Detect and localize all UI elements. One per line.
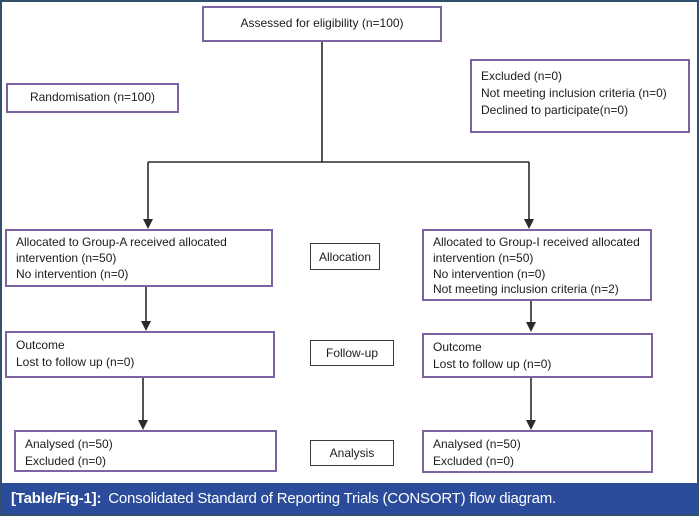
excluded-line: Excluded (n=0)	[481, 69, 563, 83]
analysed-line: Excluded (n=0)	[25, 453, 107, 468]
excluded-line: Not meeting inclusion criteria (n=0)	[481, 86, 667, 101]
randomisation-box: Randomisation (n=100)	[6, 83, 179, 113]
outcome-line: Lost to follow up (n=0)	[16, 354, 135, 369]
analysed-left-box: Analysed (n=50) Excluded (n=0)	[14, 430, 277, 472]
stage-label-analysis: Analysis	[310, 440, 394, 466]
allocated-line: No intervention (n=0)	[433, 266, 546, 281]
allocated-line: Not meeting inclusion criteria (n=2)	[433, 282, 619, 297]
stage-label-allocation: Allocation	[310, 243, 380, 270]
figure-caption-label: [Table/Fig-1]:	[11, 490, 102, 507]
analysed-line: Analysed (n=50)	[433, 437, 521, 451]
analysed-line: Analysed (n=50)	[25, 437, 113, 451]
allocated-line: No intervention (n=0)	[16, 266, 129, 281]
allocated-group-a-box: Allocated to Group-A received allocated …	[5, 229, 273, 287]
outcome-left-box: Outcome Lost to follow up (n=0)	[5, 331, 275, 378]
outcome-line: Outcome	[16, 338, 65, 352]
allocated-group-i-box: Allocated to Group-I received allocated …	[422, 229, 652, 301]
allocated-line: Allocated to Group-A received allocated …	[16, 235, 227, 265]
outcome-line: Lost to follow up (n=0)	[433, 356, 552, 371]
excluded-line: Declined to participate(n=0)	[481, 103, 629, 118]
stage-label-follow-up: Follow-up	[310, 340, 394, 366]
outcome-right-box: Outcome Lost to follow up (n=0)	[422, 333, 653, 378]
analysed-line: Excluded (n=0)	[433, 453, 515, 468]
figure-caption-bar: [Table/Fig-1]: Consolidated Standard of …	[2, 483, 697, 514]
analysed-right-box: Analysed (n=50) Excluded (n=0)	[422, 430, 653, 473]
allocated-line: Allocated to Group-I received allocated …	[433, 235, 640, 265]
figure-caption-text: Consolidated Standard of Reporting Trial…	[108, 490, 557, 507]
outcome-line: Outcome	[433, 340, 482, 354]
assessed-eligibility-box: Assessed for eligibility (n=100)	[202, 6, 442, 42]
excluded-box: Excluded (n=0) Not meeting inclusion cri…	[470, 59, 690, 133]
